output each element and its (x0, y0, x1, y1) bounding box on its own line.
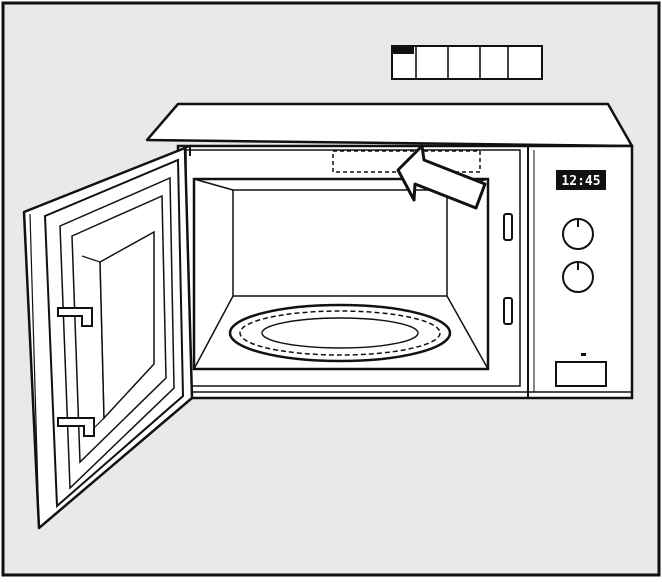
door-release-button-icon[interactable] (555, 353, 607, 387)
cabinet-top (145, 102, 634, 148)
control-knob-icon[interactable] (562, 218, 594, 250)
control-knob-icon[interactable] (562, 261, 594, 293)
door-latch-lower (503, 297, 513, 325)
display-readout: 12:45 (561, 174, 600, 189)
door-latch-upper (503, 213, 513, 241)
arrow-icon (396, 144, 487, 210)
label-plate-icon (391, 45, 543, 80)
digital-display: 12:45 (556, 170, 606, 190)
turntable-icon (228, 303, 452, 363)
door-hook-lower (57, 417, 95, 437)
door-hook-upper (57, 307, 93, 327)
